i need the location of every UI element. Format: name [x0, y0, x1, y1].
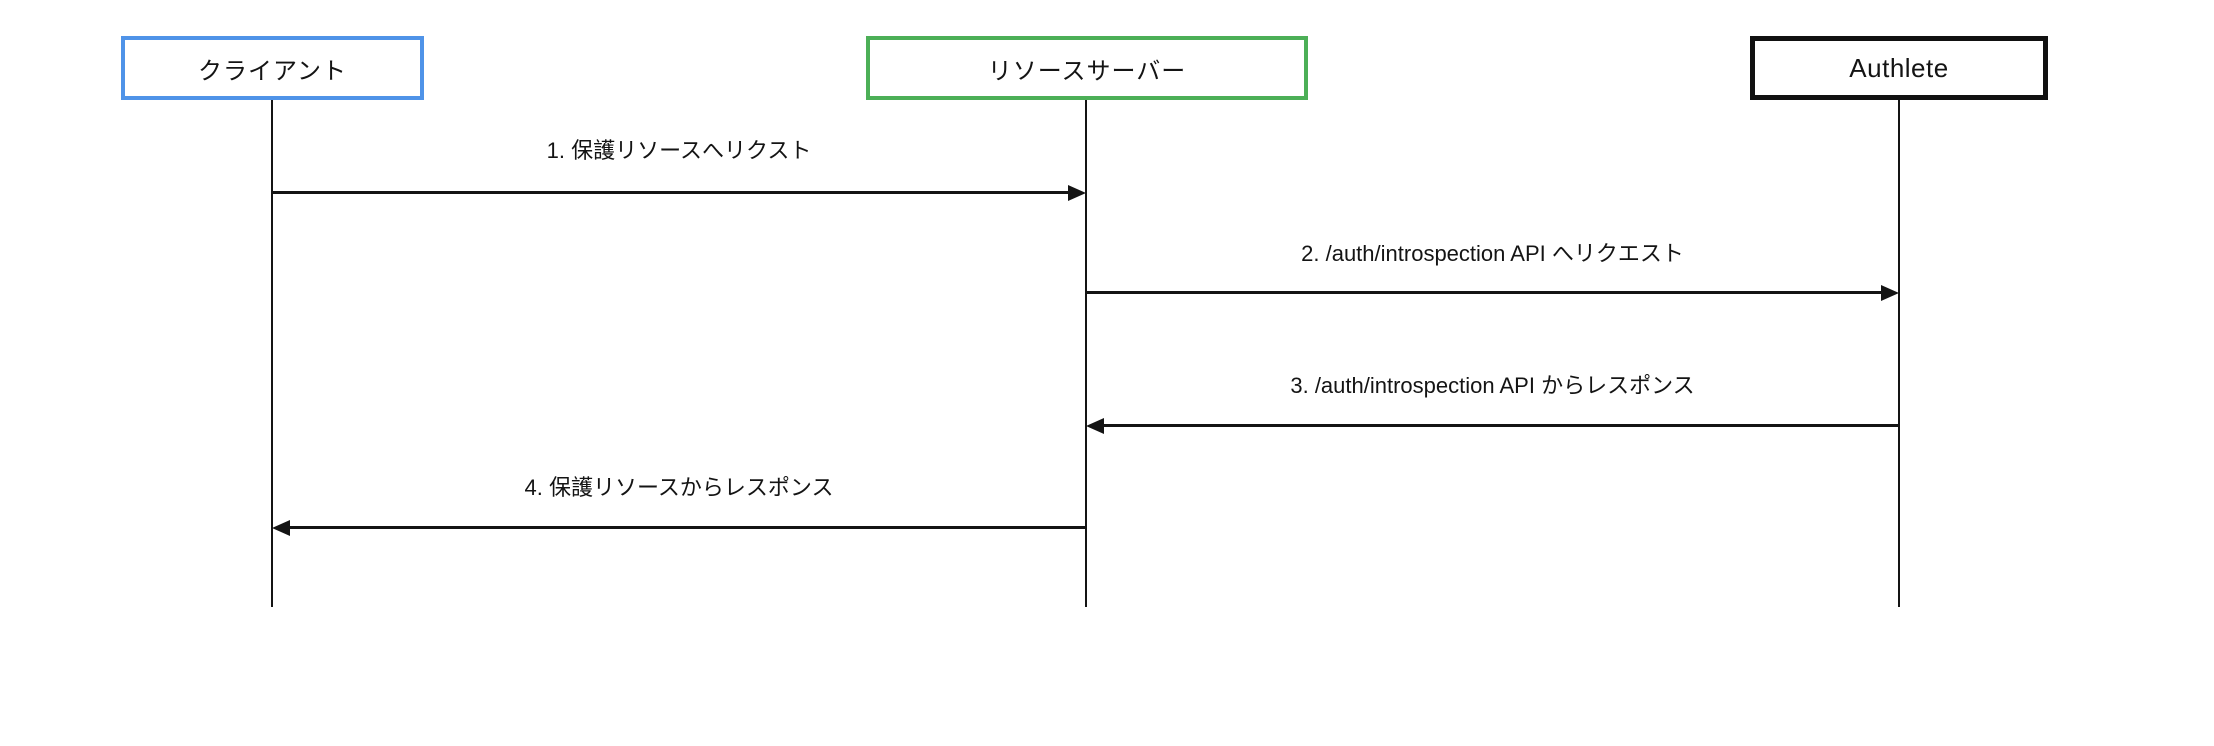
message-arrow-1: [272, 191, 1068, 194]
arrowhead-right-icon: [1881, 285, 1899, 301]
lifeline-resource-server: [1085, 100, 1087, 607]
message-arrow-4: [290, 526, 1086, 529]
message-arrow-3: [1104, 424, 1899, 427]
arrowhead-left-icon: [1086, 418, 1104, 434]
participant-box-authlete: Authlete: [1750, 36, 2048, 100]
participant-label-client: クライアント: [197, 57, 348, 85]
message-label-4: 4. 保護リソースからレスポンス: [524, 475, 834, 500]
message-label-3: 3. /auth/introspection API からレスポンス: [1290, 373, 1695, 398]
message-label-2: 2. /auth/introspection API へリクエスト: [1301, 241, 1684, 266]
arrowhead-left-icon: [272, 520, 290, 536]
arrowhead-right-icon: [1068, 185, 1086, 201]
participant-box-resource-server: リソースサーバー: [866, 36, 1308, 100]
lifeline-client: [271, 100, 273, 607]
message-arrow-2: [1086, 291, 1881, 294]
participant-label-resource-server: リソースサーバー: [987, 57, 1187, 85]
participant-box-client: クライアント: [121, 36, 424, 100]
message-label-1: 1. 保護リソースへリクスト: [546, 138, 812, 163]
participant-label-authlete: Authlete: [1849, 52, 1949, 83]
lifeline-authlete: [1898, 100, 1900, 607]
